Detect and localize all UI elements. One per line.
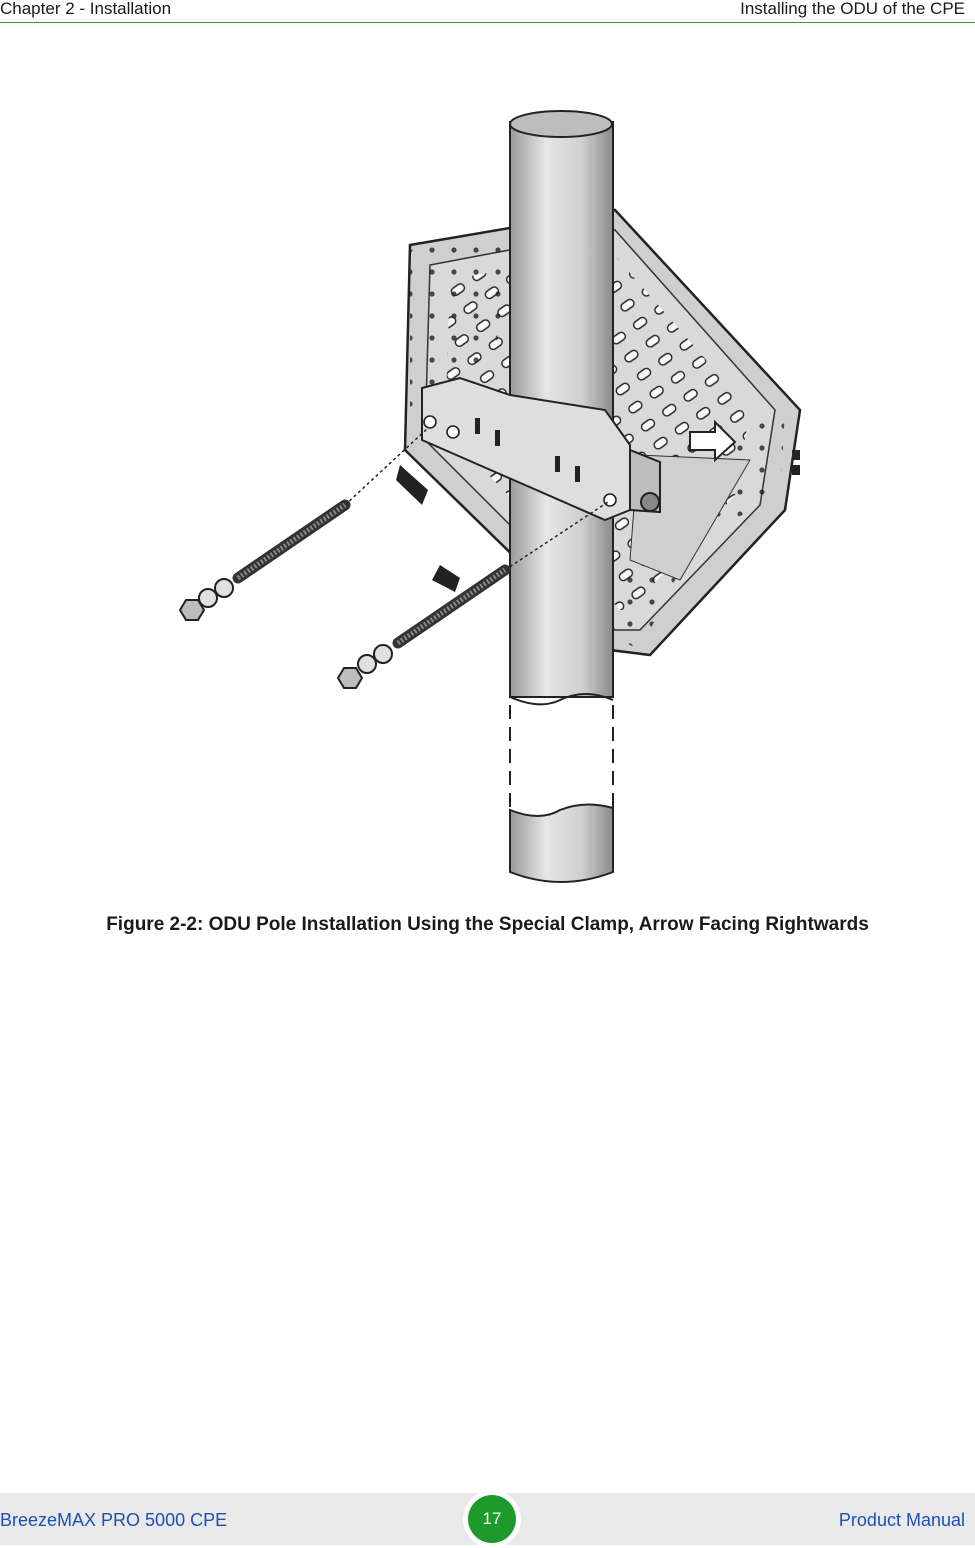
washer	[373, 644, 393, 664]
hex-nut	[336, 667, 364, 689]
document-type: Product Manual	[838, 1510, 965, 1530]
special-clamp	[421, 376, 661, 522]
lock-washer	[357, 654, 377, 674]
direction-arrow-icon	[689, 419, 737, 463]
section-title: Installing the ODU of the CPE	[740, 0, 965, 18]
upper-bolt-assembly	[178, 427, 429, 621]
lower-bolt-assembly	[336, 501, 609, 689]
page-header: Chapter 2 - Installation Installing the …	[0, 0, 975, 23]
odu-pole-installation-illustration	[160, 110, 820, 895]
page-number-badge: 17	[463, 1490, 521, 1548]
page-footer: BreezeMAX PRO 5000 CPE 17 Product Manual	[0, 1490, 975, 1548]
figure-caption: Figure 2-2: ODU Pole Installation Using …	[106, 914, 869, 935]
washer	[214, 578, 234, 598]
hex-nut	[178, 599, 206, 621]
chapter-title: Chapter 2 - Installation	[0, 0, 172, 18]
lock-washer	[198, 588, 218, 608]
product-name: BreezeMAX PRO 5000 CPE	[0, 1510, 228, 1530]
page-number: 17	[468, 1495, 516, 1543]
